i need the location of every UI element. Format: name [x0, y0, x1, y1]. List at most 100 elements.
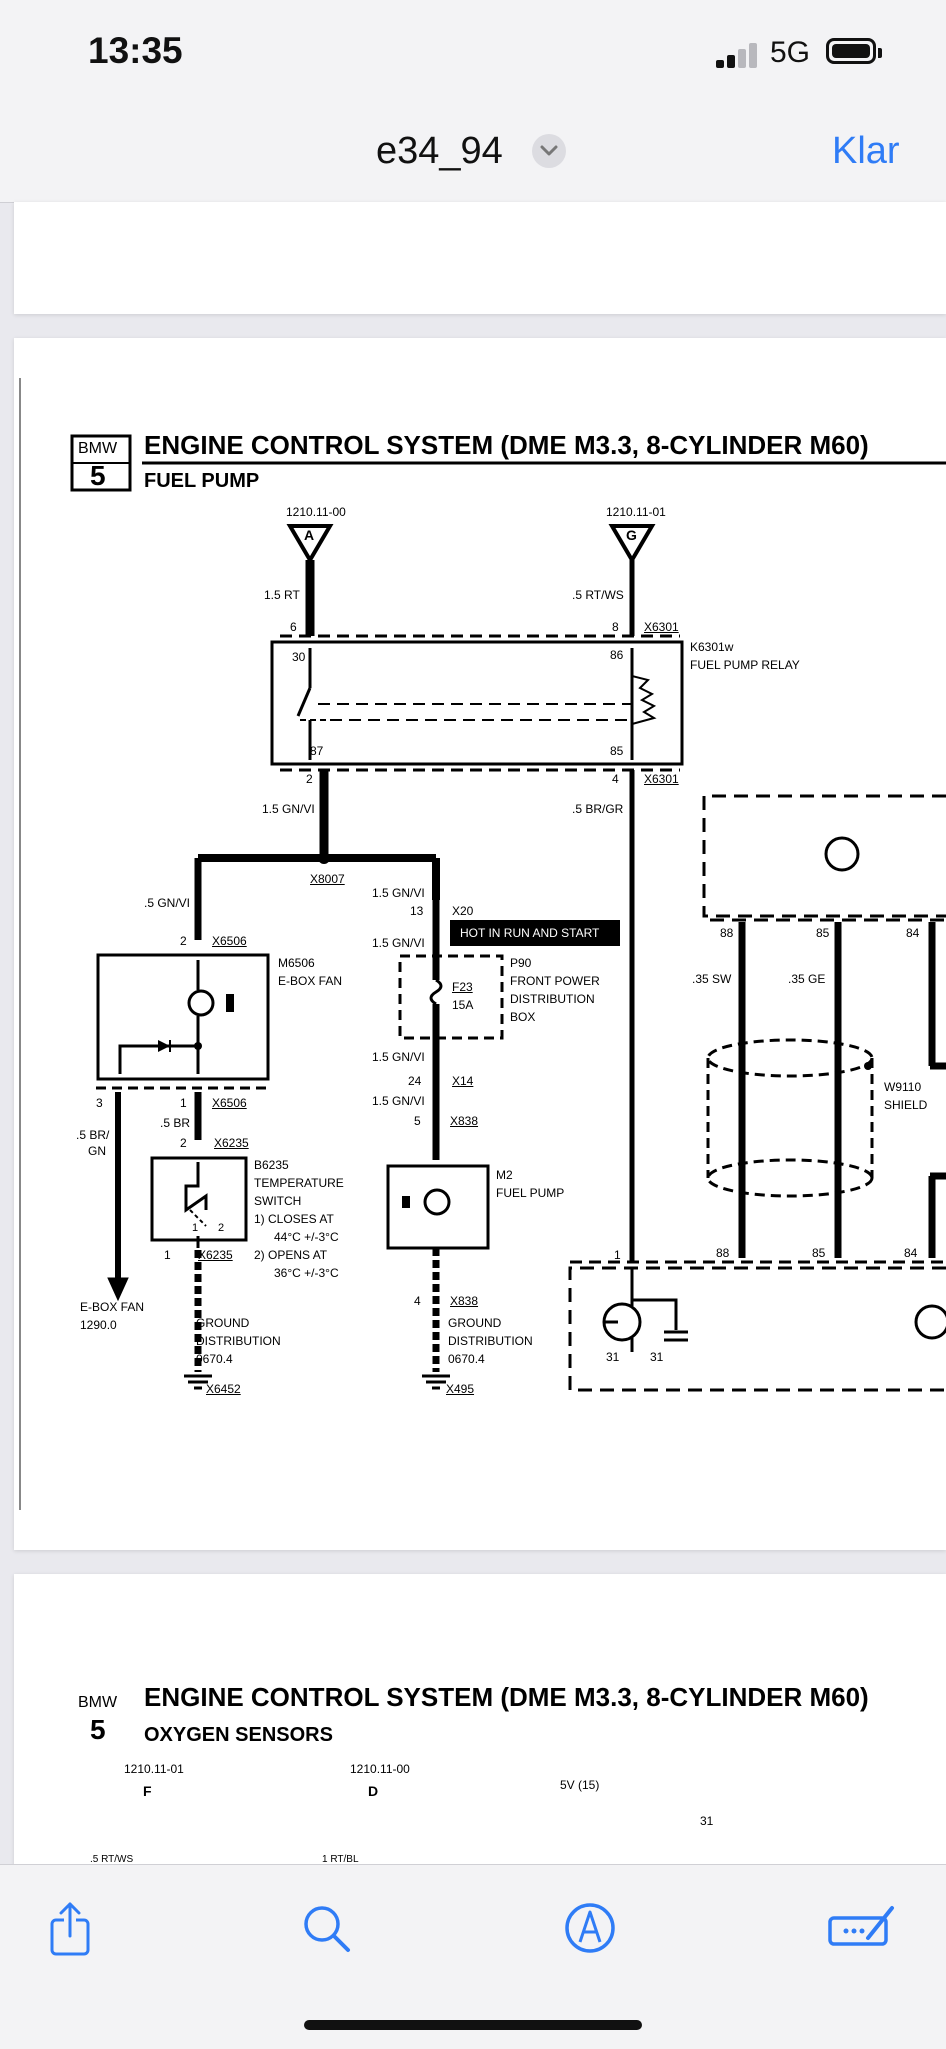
search-icon[interactable] — [296, 1898, 356, 1958]
wire-label: .5 BR/GR — [572, 802, 624, 816]
wire-label: 1.5 GN/VI — [262, 802, 315, 816]
connector-f-ref: 1210.11-01 — [124, 1762, 184, 1776]
pin-label: 2 — [306, 772, 313, 786]
p90-name: BOX — [510, 1010, 536, 1024]
ground-pin: 31 — [606, 1350, 620, 1364]
connector-label: X14 — [452, 1074, 474, 1088]
wire-label: 1 RT/BL — [322, 1854, 359, 1865]
ground-label: 0670.4 — [448, 1352, 485, 1366]
fuse-rating: 15A — [452, 998, 474, 1012]
wiring-diagram-fuel-pump — [19, 378, 946, 1510]
battery-icon — [826, 38, 882, 64]
connector-label: X6301 — [644, 620, 679, 634]
switch-open-temp: 36°C +/-3°C — [274, 1266, 339, 1280]
connector-a-letter: A — [304, 527, 315, 543]
p90-id: P90 — [510, 956, 532, 970]
wire-label: GN — [88, 1144, 106, 1158]
diagram-subtitle: OXYGEN SENSORS — [144, 1724, 333, 1746]
connector-g-ref: 1210.11-01 — [606, 505, 666, 519]
diagram-title: ENGINE CONTROL SYSTEM (DME M3.3, 8-CYLIN… — [144, 1682, 869, 1712]
share-icon[interactable] — [40, 1898, 100, 1958]
wire-label: .35 GE — [788, 972, 826, 986]
pin-label: 88 — [716, 1246, 730, 1260]
component-name: SWITCH — [254, 1194, 302, 1208]
component-name: E-BOX FAN — [278, 974, 343, 988]
switch-close-note: 1) CLOSES AT — [254, 1212, 334, 1226]
pin-label: 1 — [614, 1248, 621, 1262]
diagram-title: ENGINE CONTROL SYSTEM (DME M3.3, 8-CYLIN… — [144, 430, 869, 460]
pin-label: 2 — [180, 1136, 187, 1150]
connector-label: X838 — [450, 1114, 479, 1128]
ground-label: GROUND — [448, 1316, 502, 1330]
wire-label: 1.5 GN/VI — [372, 936, 425, 950]
connector-label: X495 — [446, 1382, 475, 1396]
switch-pin: 2 — [218, 1222, 225, 1234]
connector-label: X6506 — [212, 934, 247, 948]
wire-label: 1.5 RT — [264, 588, 300, 602]
status-bar: 13:35 5G — [0, 0, 946, 100]
home-indicator — [304, 2020, 642, 2030]
pin-label: 85 — [816, 926, 830, 940]
pdf-page-next[interactable] — [14, 1574, 946, 1874]
connector-label: X838 — [450, 1294, 479, 1308]
pin-label: 3 — [96, 1096, 103, 1110]
title-menu-chevron-icon[interactable] — [532, 134, 566, 168]
component-id: M6506 — [278, 956, 315, 970]
pin-label: 4 — [612, 772, 619, 786]
form-fill-icon[interactable] — [826, 1898, 900, 1958]
wire-label: 1.5 GN/VI — [372, 1050, 425, 1064]
wire-label: .5 RT/WS — [90, 1854, 134, 1865]
network-type: 5G — [770, 36, 811, 69]
wire-label: .5 BR/ — [76, 1128, 110, 1142]
ground-label: DISTRIBUTION — [196, 1334, 281, 1348]
switch-close-temp: 44°C +/-3°C — [274, 1230, 339, 1244]
ground-label: DISTRIBUTION — [448, 1334, 533, 1348]
pin-label: 85 — [812, 1246, 826, 1260]
ground-pin: 31 — [700, 1814, 714, 1828]
ground-label: 0670.4 — [196, 1352, 233, 1366]
bmw-series-number: 5 — [90, 460, 106, 491]
diagram-subtitle: FUEL PUMP — [144, 470, 260, 492]
wire-label: .5 BR — [160, 1116, 191, 1130]
hot-in-run-label: HOT IN RUN AND START — [460, 926, 600, 940]
reference-label: E-BOX FAN — [80, 1300, 145, 1314]
pdf-page-previous[interactable] — [14, 202, 946, 314]
connector-d-letter: D — [368, 1783, 379, 1799]
pin-label: 8 — [612, 620, 619, 634]
done-button[interactable]: Klar — [832, 130, 900, 172]
connector-label: X6452 — [206, 1382, 241, 1396]
connector-label: X6235 — [214, 1136, 249, 1150]
wire-label: 1.5 GN/VI — [372, 1094, 425, 1108]
document-title[interactable]: e34_94 — [376, 130, 503, 172]
pin-label: 84 — [904, 1246, 918, 1260]
pin-label: 85 — [610, 744, 624, 758]
relay-id: K6301w — [690, 640, 734, 654]
pin-label: 6 — [290, 620, 297, 634]
wire-label: .5 GN/VI — [144, 896, 191, 910]
bmw-logo-text: BMW — [78, 1694, 118, 1711]
pin-label: 1 — [180, 1096, 187, 1110]
connector-a-ref: 1210.11-00 — [286, 505, 346, 519]
navigation-bar — [0, 100, 946, 203]
switch-pin: 1 — [192, 1222, 199, 1234]
p90-name: DISTRIBUTION — [510, 992, 595, 1006]
pin-label: 87 — [310, 744, 324, 758]
bottom-toolbar — [0, 1864, 946, 2049]
reference-label: 1290.0 — [80, 1318, 117, 1332]
connector-label: X6506 — [212, 1096, 247, 1110]
ground-label: GROUND — [196, 1316, 250, 1330]
connector-label: X6235 — [198, 1248, 233, 1262]
connector-label: X6301 — [644, 772, 679, 786]
pin-label: 5 — [414, 1114, 421, 1128]
p90-name: FRONT POWER — [510, 974, 600, 988]
pin-label: 24 — [408, 1074, 422, 1088]
cellular-signal-icon — [716, 42, 762, 68]
bmw-series-number: 5 — [90, 1714, 106, 1745]
markup-icon[interactable] — [560, 1898, 620, 1958]
wire-label: 1.5 GN/VI — [372, 886, 425, 900]
component-id: M2 — [496, 1168, 513, 1182]
connector-label: X20 — [452, 904, 474, 918]
component-name: TEMPERATURE — [254, 1176, 344, 1190]
wire-label: .35 SW — [692, 972, 732, 986]
fuse-id: F23 — [452, 980, 473, 994]
